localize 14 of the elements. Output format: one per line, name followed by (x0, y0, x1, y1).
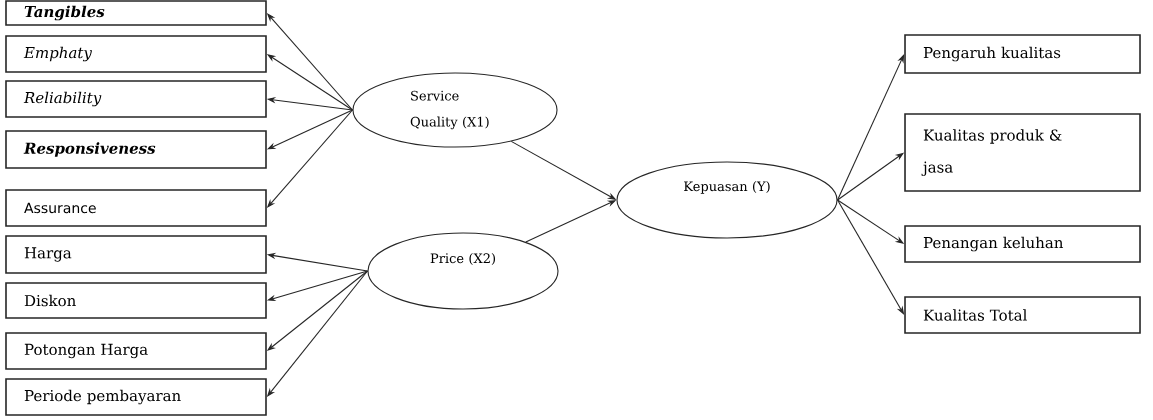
text-box: Diskon (5, 282, 267, 319)
text-box: Responsiveness (5, 130, 267, 169)
text-box: Penangan keluhan (904, 225, 1141, 263)
arrow (837, 54, 905, 201)
text-box: Kualitas Total (904, 296, 1141, 334)
text-box: Kualitas produk & jasa (904, 113, 1141, 192)
text-box: Harga (5, 235, 267, 274)
text-box: Periode pembayaran (5, 378, 267, 416)
text-box: Assurance (5, 189, 267, 227)
text-box: Reliability (5, 80, 267, 118)
text-box: Potongan Harga (5, 332, 267, 370)
text-box: Tangibles (5, 0, 267, 26)
text-box: Emphaty (5, 35, 267, 73)
text-box: Pengaruh kualitas (904, 34, 1141, 74)
